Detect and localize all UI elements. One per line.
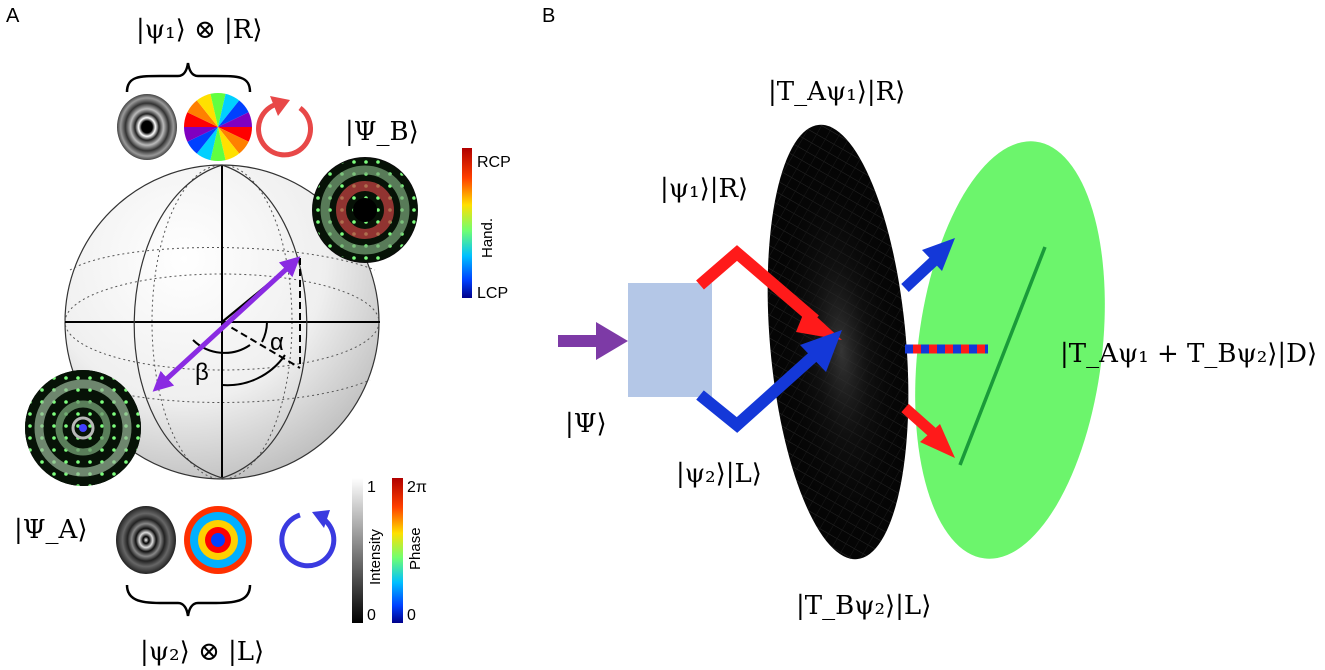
ket-lower-arm: |ψ₂⟩|L⟩ bbox=[676, 459, 762, 489]
phase-colorbar bbox=[392, 478, 403, 623]
ket-psi-a: |Ψ_A⟩ bbox=[14, 515, 87, 545]
ket-top-a: |ψ₁⟩ ⊗ |R⟩ bbox=[136, 15, 263, 45]
panel-label-b: B bbox=[542, 5, 555, 27]
ket-upper-arm: |ψ₁⟩|R⟩ bbox=[660, 174, 748, 204]
ket-output: |T_Aψ₁ + T_Bψ₂⟩|D⟩ bbox=[1060, 339, 1317, 369]
phase-sector bbox=[184, 127, 218, 143]
phase-sector bbox=[195, 93, 218, 127]
intensity-mid: Intensity bbox=[367, 529, 384, 585]
output-beam-up bbox=[901, 238, 955, 293]
phase-mid: Phase bbox=[407, 527, 424, 570]
phase-sector bbox=[185, 98, 218, 127]
blue-beam-path bbox=[696, 330, 842, 433]
beam-splitter bbox=[628, 283, 712, 397]
phase-top: 2π bbox=[407, 479, 427, 496]
phase-sector bbox=[218, 127, 241, 161]
ket-input: |Ψ⟩ bbox=[565, 409, 607, 439]
input-beam-arrow bbox=[558, 322, 628, 360]
metasurface bbox=[767, 124, 909, 560]
intensity-ring-bottom bbox=[116, 506, 176, 574]
intensity-colorbar bbox=[352, 478, 363, 623]
clockwise-circular-arrow-icon bbox=[256, 96, 313, 158]
intensity-bottom: 0 bbox=[367, 607, 376, 624]
mode-pattern-psi-a bbox=[25, 370, 141, 486]
phase-sector bbox=[185, 127, 218, 156]
poincare-sphere bbox=[64, 164, 380, 480]
phase-sector bbox=[184, 111, 218, 127]
phase-sector bbox=[218, 111, 252, 127]
brace-top bbox=[125, 62, 252, 93]
handedness-mid: Hand. bbox=[479, 218, 496, 258]
phase-sector bbox=[218, 93, 241, 127]
output-beam-down bbox=[901, 403, 955, 458]
ket-top-b: |T_Aψ₁⟩|R⟩ bbox=[768, 77, 905, 107]
angle-alpha: α bbox=[270, 329, 284, 356]
red-beam-path bbox=[696, 245, 842, 340]
handedness-colorbar bbox=[462, 148, 472, 298]
phase-bottom: 0 bbox=[407, 607, 416, 624]
phase-sector bbox=[218, 127, 251, 156]
angle-beta: β bbox=[195, 359, 209, 386]
panel-label-a: A bbox=[6, 5, 20, 27]
mode-pattern-psi-b bbox=[312, 157, 418, 263]
phase-sector bbox=[209, 127, 227, 161]
brace-bottom bbox=[125, 584, 252, 617]
ket-bottom-a: |ψ₂⟩ ⊗ |L⟩ bbox=[140, 637, 264, 667]
phase-rings-bottom bbox=[184, 506, 252, 574]
phase-sector bbox=[218, 98, 251, 127]
ket-psi-b: |Ψ_B⟩ bbox=[345, 117, 419, 147]
handedness-top: RCP bbox=[477, 154, 511, 171]
phase-sector bbox=[218, 127, 252, 143]
phase-vortex-top bbox=[184, 93, 252, 161]
handedness-bottom: LCP bbox=[477, 285, 508, 302]
analyzer-axis bbox=[958, 246, 1047, 466]
intensity-top: 1 bbox=[367, 479, 376, 496]
phase-sector bbox=[209, 93, 227, 127]
counterclockwise-circular-arrow-icon bbox=[279, 510, 337, 569]
ket-bottom-b: |T_Bψ₂⟩|L⟩ bbox=[796, 591, 931, 621]
intensity-ring-top bbox=[117, 94, 177, 160]
phase-ring bbox=[211, 533, 225, 547]
phase-sector bbox=[195, 127, 218, 161]
